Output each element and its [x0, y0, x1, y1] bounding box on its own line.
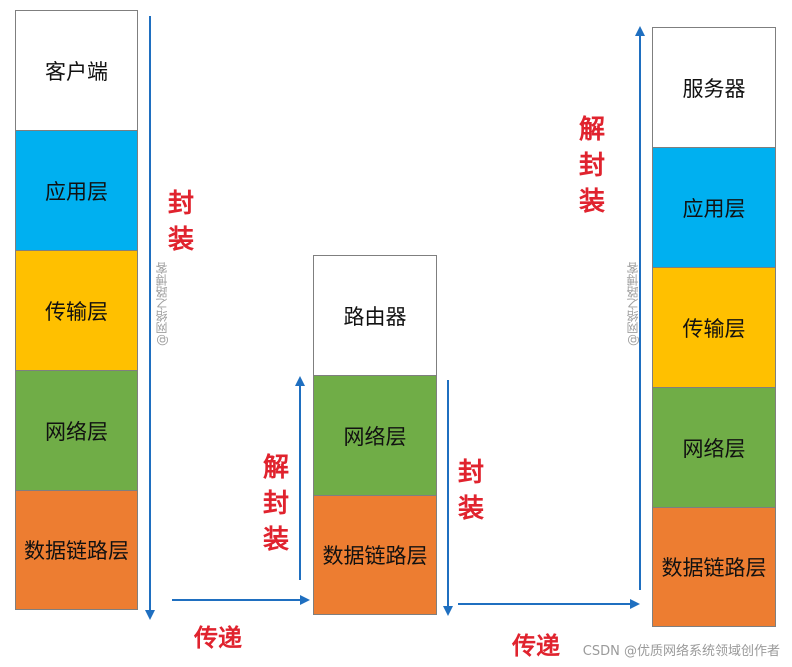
- server-layer-transport: 传输层: [653, 268, 775, 388]
- client-application-label: 应用层: [45, 179, 108, 204]
- router-layer-network: 网络层: [314, 376, 436, 496]
- transmit-label-2: 传递: [512, 632, 560, 660]
- router-datalink-label: 数据链路层: [322, 544, 428, 568]
- server-stack: 服务器 应用层 传输层 网络层 数据链路层: [652, 27, 776, 627]
- router-layer-datalink: 数据链路层: [314, 496, 436, 614]
- encapsulate-router-label: 封 装: [451, 455, 491, 527]
- client-stack: 客户端 应用层 传输层 网络层 数据链路层: [15, 10, 138, 610]
- client-network-label: 网络层: [45, 419, 108, 444]
- decapsulate-router-label: 解 封 装: [256, 450, 296, 558]
- encapsulate-router-char-2: 装: [457, 494, 484, 524]
- decapsulate-router-char-3: 装: [262, 525, 289, 555]
- encapsulate-client-label: 封 装: [161, 186, 201, 258]
- server-application-label: 应用层: [682, 196, 746, 221]
- encapsulate-client-char-2: 装: [167, 225, 194, 255]
- server-datalink-label: 数据链路层: [661, 556, 767, 580]
- server-layer-network: 网络层: [653, 388, 775, 508]
- decapsulate-server-label: 解 封 装: [572, 112, 612, 220]
- server-transport-label: 传输层: [682, 316, 746, 341]
- client-layer-host: 客户端: [16, 11, 137, 131]
- server-layer-host: 服务器: [653, 28, 775, 148]
- server-host-label: 服务器: [682, 76, 746, 101]
- encapsulate-router-char-1: 封: [457, 458, 484, 488]
- encapsulate-client-char-1: 封: [167, 189, 194, 219]
- decapsulate-server-char-3: 装: [578, 187, 605, 217]
- client-layer-datalink: 数据链路层: [16, 491, 137, 609]
- server-watermark: @网络之路博客: [626, 262, 640, 346]
- decapsulate-router-char-2: 封: [262, 489, 289, 519]
- client-layer-network: 网络层: [16, 371, 137, 491]
- router-host-label: 路由器: [343, 304, 407, 329]
- decapsulate-server-char-1: 解: [578, 115, 605, 145]
- decapsulate-router-char-1: 解: [262, 453, 289, 483]
- server-layer-application: 应用层: [653, 148, 775, 268]
- transmit-label-1: 传递: [194, 624, 242, 652]
- client-layer-transport: 传输层: [16, 251, 137, 371]
- client-watermark: @网络之路博客: [155, 262, 169, 346]
- corner-watermark: CSDN @优质网络系统领域创作者: [582, 644, 780, 659]
- server-layer-datalink: 数据链路层: [653, 508, 775, 626]
- router-network-label: 网络层: [343, 424, 407, 449]
- router-layer-host: 路由器: [314, 256, 436, 376]
- client-host-label: 客户端: [45, 59, 108, 84]
- client-datalink-label: 数据链路层: [24, 539, 129, 563]
- client-transport-label: 传输层: [45, 299, 108, 324]
- client-layer-application: 应用层: [16, 131, 137, 251]
- router-stack: 路由器 网络层 数据链路层: [313, 255, 437, 615]
- decapsulate-server-char-2: 封: [578, 151, 605, 181]
- server-network-label: 网络层: [682, 436, 746, 461]
